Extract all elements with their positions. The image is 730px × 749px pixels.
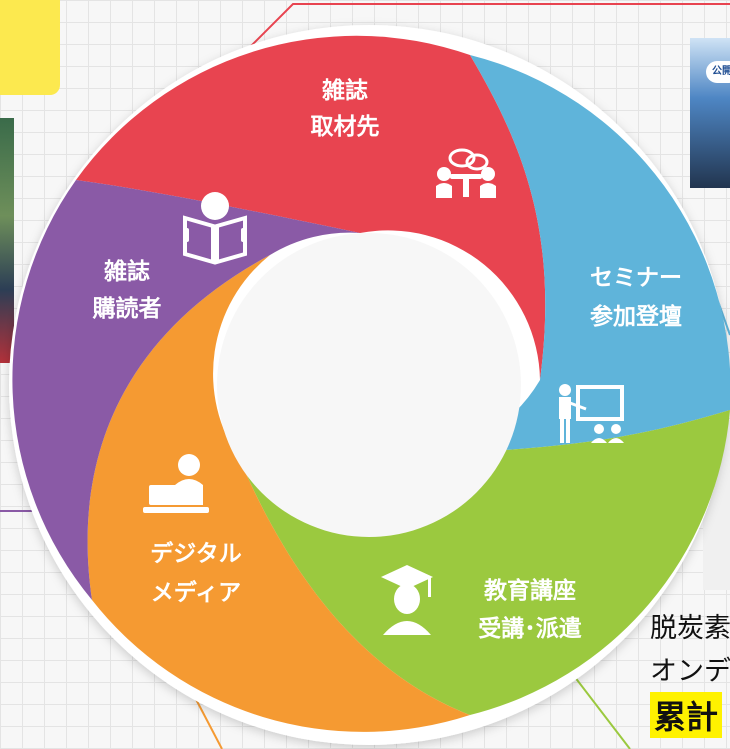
callout-line-red (232, 3, 730, 65)
segment-magazine-readers (12, 180, 360, 600)
label-digital-2: メディア (151, 579, 241, 606)
label-digital-1: デジタル (150, 540, 242, 567)
donut-segments (12, 35, 730, 732)
donut-hole (217, 233, 521, 537)
callout-text-3: 累計 (650, 692, 723, 738)
label-education-2: 受講･派遣 (478, 615, 582, 642)
callout-text-1: 脱炭素 (650, 613, 730, 644)
label-magazine-sources-1: 雑誌 (321, 77, 368, 104)
thumbnail-tag: 公開 (706, 61, 730, 83)
label-education-1: 教育講座 (484, 577, 576, 604)
segment-magazine-sources (76, 35, 546, 380)
segment-digital-media (87, 255, 470, 732)
laptop-user-icon (143, 454, 209, 513)
label-seminar-2: 参加登壇 (590, 303, 682, 330)
label-magazine-sources-2: 取材先 (311, 114, 380, 140)
label-seminar-1: セミナー (590, 265, 682, 291)
segment-seminar-speakers (400, 55, 730, 456)
city-thumbnail-left[interactable] (0, 118, 14, 363)
reader-icon (183, 192, 247, 265)
label-readers-1: 雑誌 (103, 258, 150, 285)
graduate-icon (381, 565, 433, 635)
label-readers-2: 購読者 (93, 295, 162, 322)
yellow-note-card (0, 0, 60, 95)
meeting-icon (436, 148, 496, 198)
callout-text-2: オンデ (650, 656, 730, 687)
presenter-icon (559, 384, 624, 443)
